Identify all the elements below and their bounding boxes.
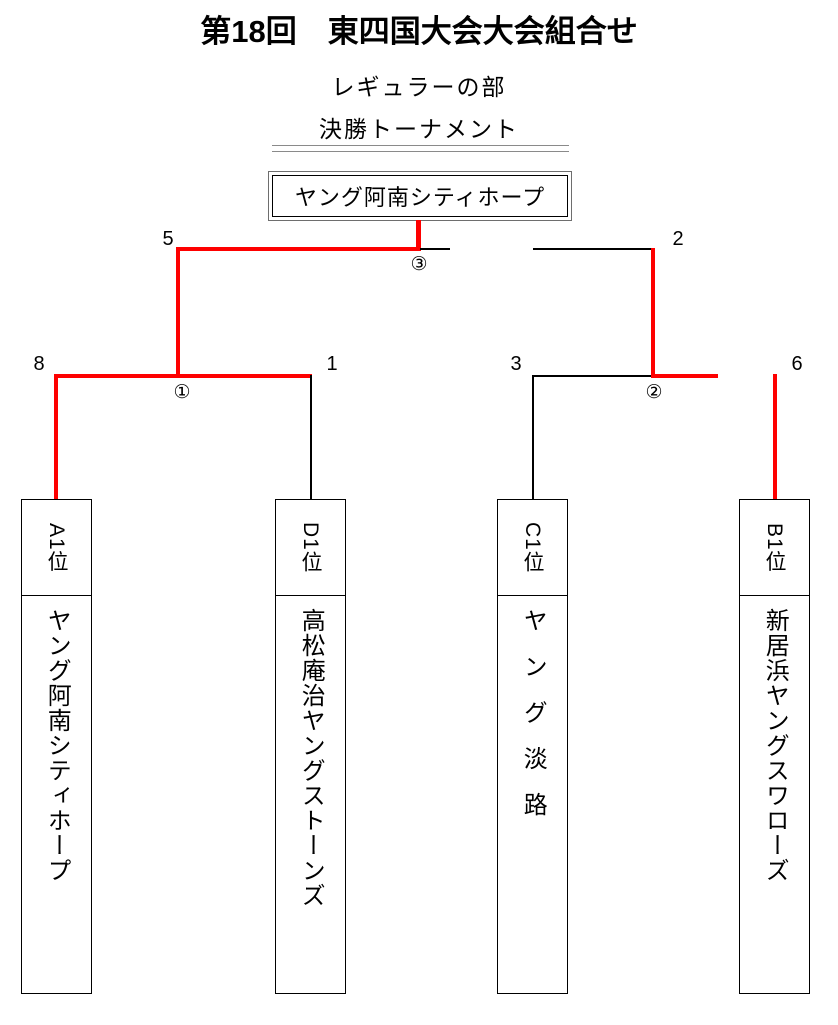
final-crossbar-right [533, 248, 655, 250]
seed-label-2: 2 [672, 228, 684, 250]
champion-name: ヤング阿南シティホープ [294, 185, 546, 210]
team-rank-label-2: D1位 [299, 522, 322, 573]
match2-crossbar-red [651, 374, 718, 378]
final-crossbar-left-red [176, 247, 421, 251]
team-rank-3: C1位 [498, 500, 567, 596]
team-box-2: D1位 高松庵治ヤングストーンズ [275, 499, 346, 994]
team-name-2: 高松庵治ヤングストーンズ [276, 596, 345, 993]
final-winner-stem [416, 220, 421, 250]
team-rank-2: D1位 [276, 500, 345, 596]
team-rank-4: B1位 [740, 500, 809, 596]
match1-right-leg [310, 375, 312, 501]
champion-box: ヤング阿南シティホープ [268, 171, 572, 221]
team-name-4: 新居浜ヤングスワローズ [740, 596, 809, 993]
team-name-1: ヤング阿南シティホープ [22, 596, 91, 993]
match-number-3: ③ [410, 254, 428, 275]
seed6-bye-riser [773, 374, 777, 501]
seed-label-8: 8 [33, 353, 45, 375]
match1-crossbar [54, 374, 312, 378]
team-name-label-1: ヤング阿南シティホープ [43, 608, 71, 883]
team-name-label-4: 新居浜ヤングスワローズ [761, 608, 789, 883]
final-crossbar-left-stub [420, 248, 450, 250]
semifinal-right-riser [651, 248, 655, 378]
seed-label-1: 1 [326, 353, 338, 375]
team-box-4: B1位 新居浜ヤングスワローズ [739, 499, 810, 994]
team-name-3: ヤング淡路 [498, 596, 567, 993]
heading-double-rule [272, 145, 569, 152]
champion-box-inner: ヤング阿南シティホープ [272, 175, 568, 217]
division-subtitle: レギュラーの部 [331, 74, 507, 100]
team-box-3: C1位 ヤング淡路 [497, 499, 568, 994]
seed-label-6: 6 [791, 353, 803, 375]
seed-label-5: 5 [162, 228, 174, 250]
team-rank-label-4: B1位 [763, 522, 786, 573]
team-box-1: A1位 ヤング阿南シティホープ [21, 499, 92, 994]
match-number-1: ① [173, 382, 191, 403]
team-rank-label-3: C1位 [521, 522, 544, 573]
match1-left-leg [54, 374, 58, 501]
page-title: 第18回 東四国大会大会組合せ [200, 14, 638, 49]
team-name-label-2: 高松庵治ヤングストーンズ [297, 608, 325, 908]
semifinal-left-riser [176, 247, 180, 378]
match2-crossbar-black [532, 375, 654, 377]
match2-left-leg [532, 375, 534, 501]
team-name-label-3: ヤング淡路 [519, 608, 547, 838]
team-rank-1: A1位 [22, 500, 91, 596]
seed-label-3: 3 [510, 353, 522, 375]
match-number-2: ② [645, 382, 663, 403]
stage-subtitle: 決勝トーナメント [319, 116, 519, 142]
team-rank-label-1: A1位 [45, 522, 68, 573]
